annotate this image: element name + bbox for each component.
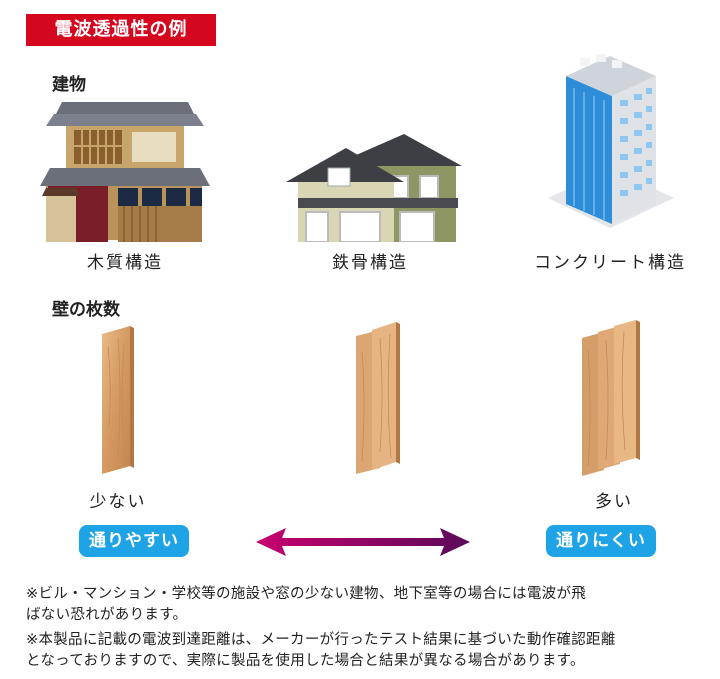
building-caption-concrete: コンクリート構造 (534, 253, 686, 273)
steel-house-icon (286, 134, 462, 242)
building-caption-wood: 木質構造 (87, 253, 163, 273)
note-1-line-1: ※ビル・マンション・学校等の施設や窓の少ない建物、地下室等の場合には電波が飛 (26, 586, 587, 602)
note-2-line-2: となっておりますので、実際に製品を使用した場合と結果が異なる場合があります。 (26, 653, 585, 669)
wall-panel-two-icon (356, 322, 400, 474)
buildings-section-label: 建物 (52, 75, 86, 95)
wall-panel-three-icon (582, 320, 640, 476)
double-arrow-icon (256, 528, 470, 556)
hard-transmission-badge: 通りにくい (546, 525, 656, 557)
building-caption-steel: 鉄骨構造 (332, 253, 408, 273)
wall-panel-one-icon (102, 326, 134, 474)
concrete-building-icon (548, 54, 674, 228)
note-2: ※本製品に記載の電波到達距離は、メーカーが行ったテスト結果に基づいた動作確認距離… (26, 630, 716, 672)
wall-label-few: 少ない (89, 492, 147, 512)
easy-transmission-badge: 通りやすい (79, 525, 189, 557)
page-title-badge: 電波透過性の例 (26, 14, 216, 46)
wooden-house-icon (40, 102, 210, 242)
walls-section-label: 壁の枚数 (52, 300, 120, 320)
note-1: ※ビル・マンション・学校等の施設や窓の少ない建物、地下室等の場合には電波が飛 ば… (26, 584, 716, 626)
wall-label-many: 多い (595, 492, 633, 512)
note-1-line-2: ばない恐れがあります。 (26, 607, 188, 623)
note-2-line-1: ※本製品に記載の電波到達距離は、メーカーが行ったテスト結果に基づいた動作確認距離 (26, 632, 616, 648)
